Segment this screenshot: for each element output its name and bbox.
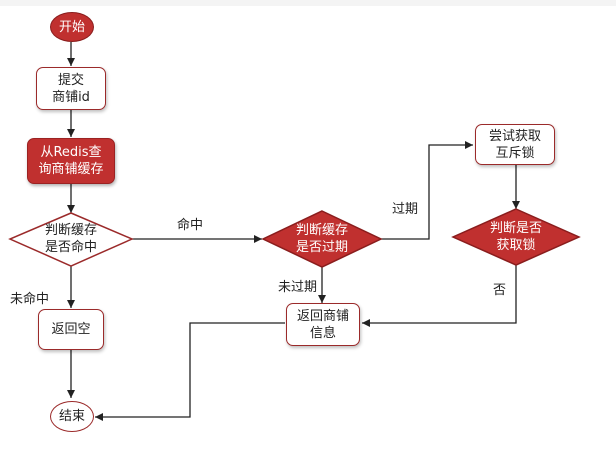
try-acquire-lock-node: 尝试获取 互斥锁 — [475, 124, 555, 165]
edge-label-not-expired: 未过期 — [278, 280, 318, 295]
submit-shop-id-node: 提交 商铺id — [36, 67, 106, 110]
return-info-line1: 返回商铺 — [296, 308, 349, 324]
edge-label-hit: 命中 — [177, 218, 204, 233]
end-label: 结束 — [58, 409, 85, 424]
return-empty-label: 返回空 — [51, 322, 91, 337]
acquired-check-line2: 获取锁 — [496, 238, 536, 253]
top-strip — [0, 0, 616, 6]
edge-acquired-check-to-return-info — [362, 265, 517, 327]
return-info-line2: 信息 — [309, 325, 336, 341]
hit-check-diamond — [8, 212, 134, 267]
acquired-check-diamond — [451, 208, 581, 266]
query-label-line2: 询商铺缓存 — [38, 162, 104, 177]
edge-label-expired: 过期 — [392, 202, 419, 217]
expire-check-line2: 是否过期 — [295, 240, 348, 255]
edge-label-no: 否 — [493, 283, 507, 298]
start-label: 开始 — [58, 19, 85, 35]
lock-label-line2: 互斥锁 — [495, 145, 535, 161]
expire-check-label: 判断缓存 是否过期 — [277, 222, 367, 256]
edge-label-miss: 未命中 — [10, 292, 50, 307]
submit-label-line2: 商铺id — [52, 89, 90, 105]
return-empty-node: 返回空 — [38, 309, 104, 350]
acquired-check-line1: 判断是否 — [489, 221, 542, 236]
hit-check-line2: 是否命中 — [44, 240, 97, 255]
start-node: 开始 — [50, 12, 94, 42]
hit-check-label: 判断缓存 是否命中 — [21, 222, 121, 256]
end-node: 结束 — [50, 401, 94, 432]
expire-check-line1: 判断缓存 — [295, 223, 348, 238]
lock-label-line1: 尝试获取 — [488, 128, 541, 144]
query-redis-node: 从Redis查 询商铺缓存 — [27, 138, 115, 184]
expire-check-diamond — [261, 210, 383, 268]
edge-expire-check-to-lock — [381, 141, 473, 240]
edge-return-info-to-end — [95, 322, 285, 421]
hit-check-line1: 判断缓存 — [44, 223, 97, 238]
acquired-check-label: 判断是否 获取锁 — [471, 220, 561, 254]
query-label-line1: 从Redis查 — [40, 145, 102, 160]
submit-label-line1: 提交 — [57, 72, 84, 88]
return-shop-info-node: 返回商铺 信息 — [286, 303, 360, 346]
